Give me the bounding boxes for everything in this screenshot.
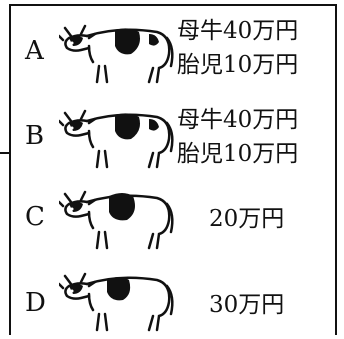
price-line-1: 母牛40万円 xyxy=(177,107,299,133)
cow-icon xyxy=(59,24,174,84)
options-panel xyxy=(9,4,337,335)
price-line-1: 20万円 xyxy=(209,206,285,232)
cow-icon xyxy=(59,272,174,332)
option-row-b: B 母牛40万円 胎児10万円 xyxy=(9,95,337,173)
option-label: C xyxy=(25,202,45,232)
option-row-c: C 20万円 xyxy=(9,180,337,258)
option-row-a: A 母牛40万円 胎児10万円 xyxy=(9,10,337,88)
option-label: A xyxy=(25,36,44,66)
price-line-2: 胎児10万円 xyxy=(177,141,299,167)
option-row-d: D 30万円 xyxy=(9,258,337,336)
option-label: D xyxy=(25,288,46,318)
cow-icon xyxy=(59,109,174,169)
price-line-1: 母牛40万円 xyxy=(177,18,299,44)
option-label: B xyxy=(25,121,45,151)
price-line-1: 30万円 xyxy=(209,292,285,318)
left-connector-line xyxy=(0,152,9,154)
price-line-2: 胎児10万円 xyxy=(177,52,299,78)
cow-icon xyxy=(59,190,174,250)
